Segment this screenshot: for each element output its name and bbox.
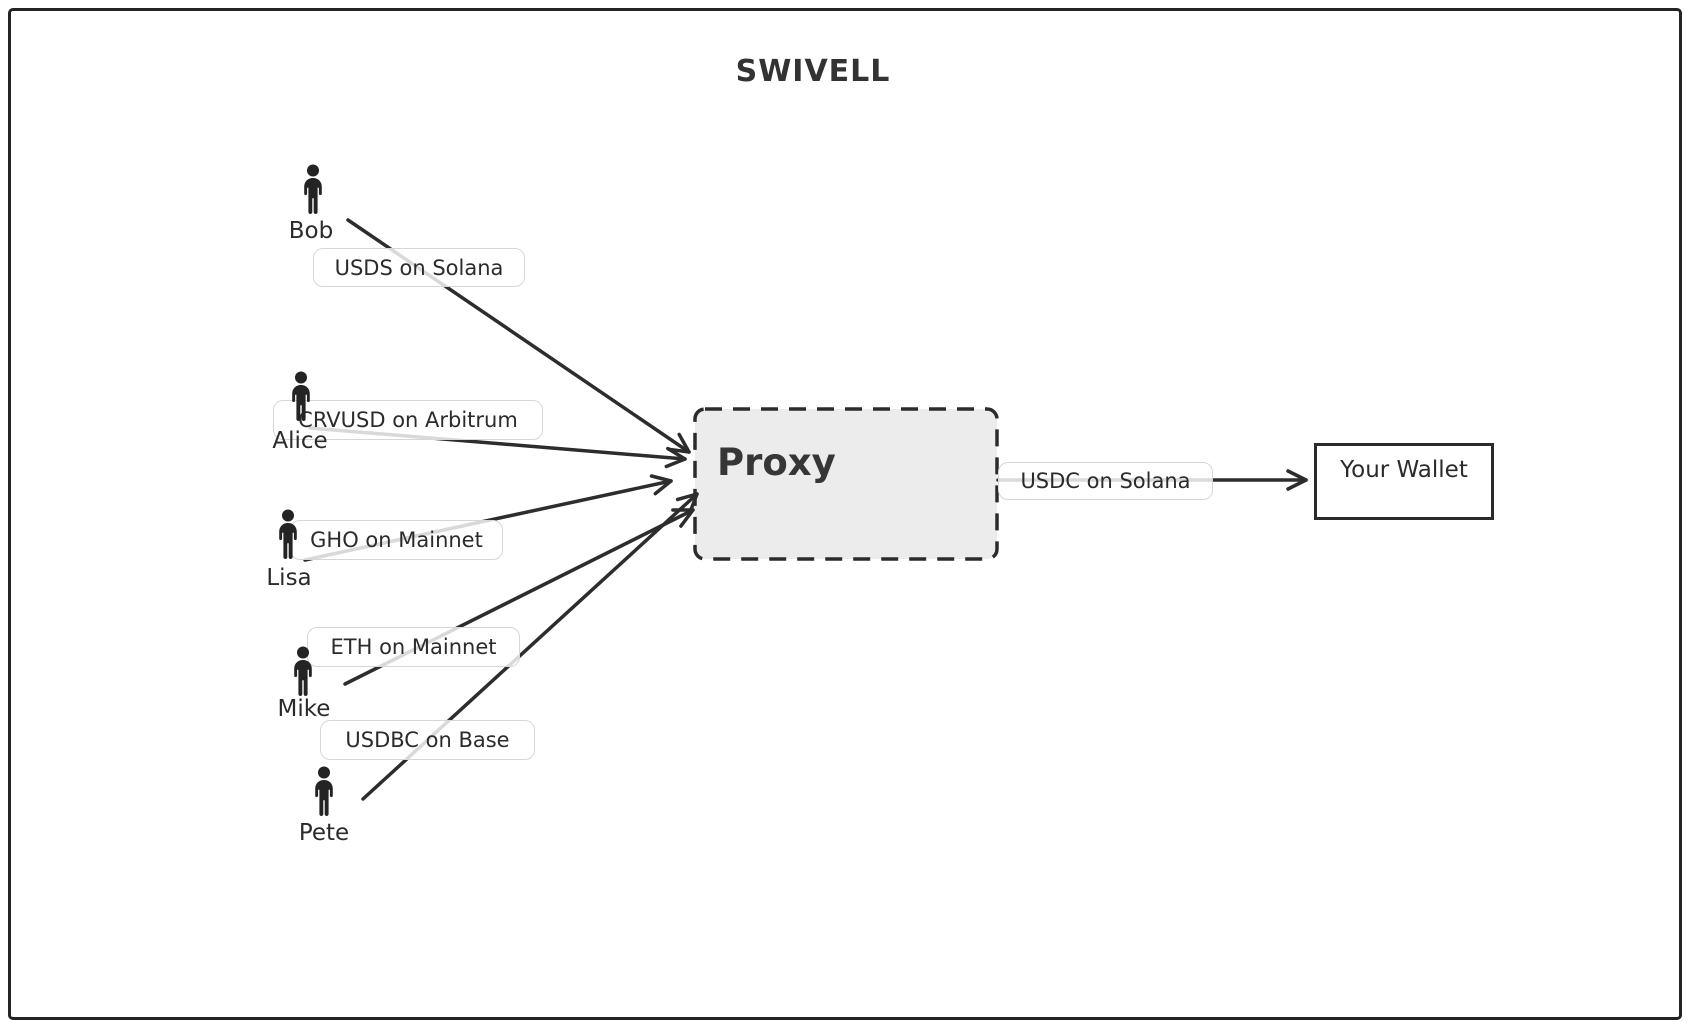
person-icon-alice bbox=[284, 371, 318, 423]
label-gho-on-mainnet: GHO on Mainnet bbox=[290, 520, 503, 560]
label-usds-on-solana: USDS on Solana bbox=[313, 248, 525, 287]
person-name-lisa: Lisa bbox=[266, 565, 312, 591]
proxy-box-label: Proxy bbox=[717, 441, 836, 484]
person-icon-pete bbox=[307, 766, 341, 818]
person-icon-bob bbox=[296, 164, 330, 216]
proxy-box bbox=[693, 407, 999, 561]
person-name-alice: Alice bbox=[272, 428, 328, 454]
label-eth-on-mainnet: ETH on Mainnet bbox=[307, 627, 520, 667]
person-name-mike: Mike bbox=[277, 696, 331, 722]
label-crvusd-on-arbitrum: CRVUSD on Arbitrum bbox=[273, 400, 543, 440]
person-icon-mike bbox=[286, 646, 320, 698]
person-name-bob: Bob bbox=[288, 218, 334, 244]
label-usdbc-on-base: USDBC on Base bbox=[320, 720, 535, 760]
person-name-pete: Pete bbox=[298, 820, 350, 846]
label-usdc-on-solana: USDC on Solana bbox=[998, 462, 1213, 500]
person-icon-lisa bbox=[271, 509, 305, 561]
diagram-title: SWIVELL bbox=[735, 54, 891, 89]
your-wallet-box: Your Wallet bbox=[1314, 443, 1494, 520]
